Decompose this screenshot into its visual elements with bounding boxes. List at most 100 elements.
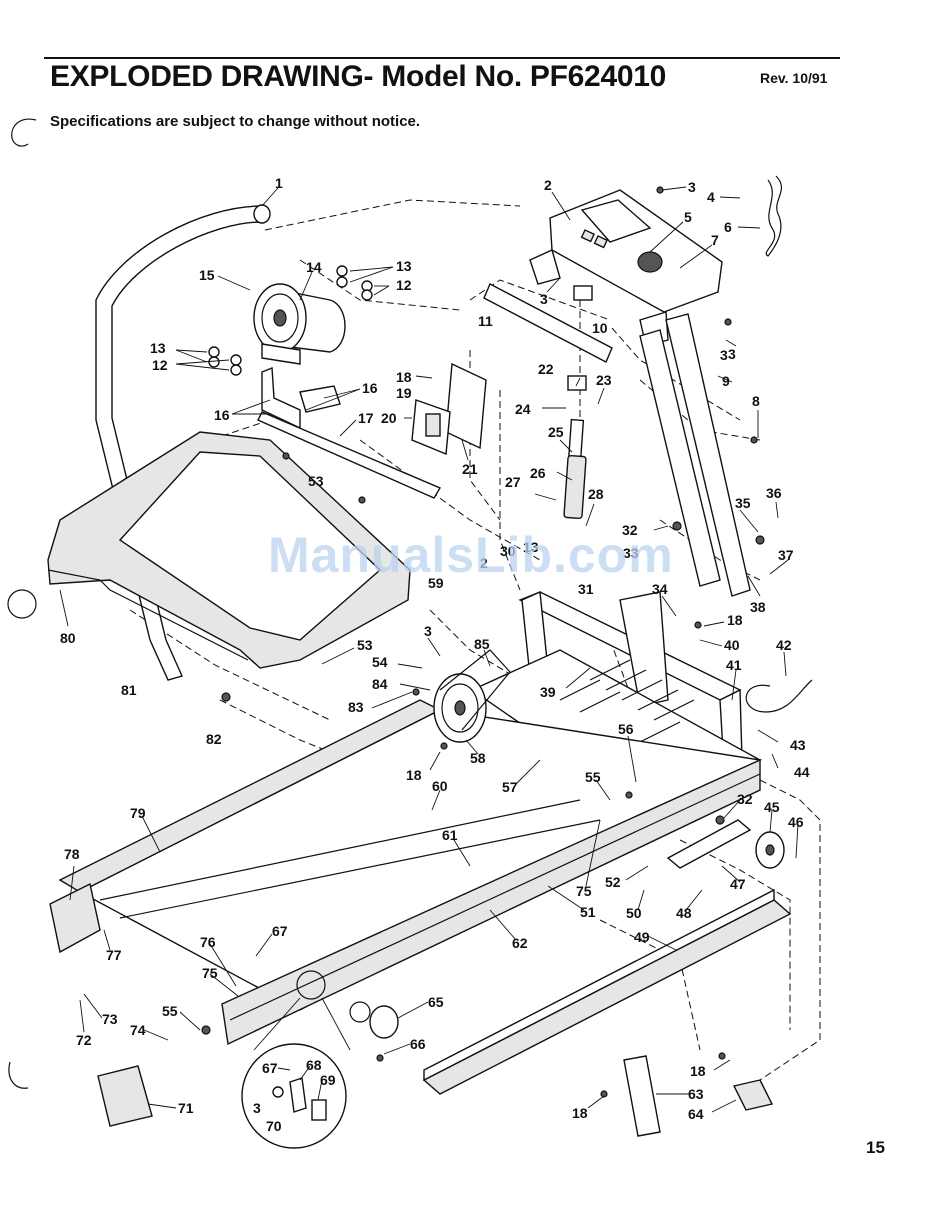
detail-magnifier — [241, 970, 351, 1149]
specifications-notice: Specifications are subject to change wit… — [50, 113, 421, 130]
callout: 48 — [676, 905, 692, 921]
callout: 62 — [512, 935, 528, 951]
callout: 14 — [306, 259, 322, 275]
callout: 79 — [130, 805, 146, 821]
callout: 78 — [64, 846, 80, 862]
callout-leaders — [59, 186, 799, 1113]
callout: 73 — [102, 1011, 118, 1027]
callout: 49 — [634, 929, 650, 945]
header-rule — [44, 57, 840, 59]
callout: 55 — [162, 1003, 178, 1019]
callout: 13 — [523, 539, 539, 555]
callout: 3 — [688, 179, 696, 195]
end-cap-cover — [97, 1065, 153, 1127]
callout: 24 — [515, 401, 531, 417]
callout: 47 — [730, 876, 746, 892]
callout: 68 — [306, 1057, 322, 1073]
callout: 40 — [724, 637, 740, 653]
callout: 75 — [576, 883, 592, 899]
callout: 38 — [750, 599, 766, 615]
callout: 23 — [596, 372, 612, 388]
callout: 70 — [266, 1118, 282, 1134]
callout: 32 — [622, 522, 638, 538]
binder-punch-marks — [7, 118, 37, 1089]
wheel — [755, 831, 785, 869]
wheel-bracket — [666, 819, 752, 869]
controller-board — [411, 362, 487, 456]
callout: 85 — [474, 636, 490, 652]
callout: 25 — [548, 424, 564, 440]
callout: 43 — [790, 737, 806, 753]
motor-hood — [47, 431, 411, 669]
callout: 41 — [726, 657, 742, 673]
callout: 13 — [150, 340, 166, 356]
callout: 5 — [684, 209, 692, 225]
callout: 3 — [720, 347, 728, 363]
callout: 76 — [200, 934, 216, 950]
callout: 67 — [272, 923, 288, 939]
callout: 46 — [788, 814, 804, 830]
callout: 34 — [652, 581, 668, 597]
callout: 19 — [396, 385, 412, 401]
handrail-end — [253, 204, 271, 224]
callout: 12 — [152, 357, 168, 373]
callout: 10 — [592, 320, 608, 336]
small-fasteners — [201, 186, 765, 1098]
circuit-breaker — [623, 1055, 661, 1137]
upright-tube — [483, 283, 613, 363]
callout-numbers: 1 2 3 4 5 6 7 3 13 12 14 15 3 10 11 13 1… — [60, 175, 810, 1134]
page-title: EXPLODED DRAWING- Model No. PF624010 — [50, 60, 666, 93]
power-cord — [745, 679, 813, 713]
callout: 64 — [688, 1106, 704, 1122]
upright — [665, 313, 751, 597]
callout: 3 — [540, 291, 548, 307]
fasteners-upper-left — [208, 265, 373, 376]
callout: 1 — [275, 175, 283, 191]
callout: 50 — [626, 905, 642, 921]
callout: 36 — [766, 485, 782, 501]
callout: 2 — [544, 177, 552, 193]
callout: 18 — [396, 369, 412, 385]
callout: 81 — [121, 682, 137, 698]
callout: 18 — [572, 1105, 588, 1121]
callout: 28 — [588, 486, 604, 502]
callout: 58 — [470, 750, 486, 766]
callout: 37 — [778, 547, 794, 563]
callout: 26 — [530, 465, 546, 481]
incline-shock — [563, 285, 593, 520]
callout: 21 — [462, 461, 478, 477]
callout: 4 — [707, 189, 715, 205]
callout: 72 — [76, 1032, 92, 1048]
callout: 31 — [578, 581, 594, 597]
callout: 55 — [585, 769, 601, 785]
callout: 51 — [580, 904, 596, 920]
callout: 82 — [206, 731, 222, 747]
callout: 83 — [348, 699, 364, 715]
callout: 52 — [605, 874, 621, 890]
callout: 59 — [428, 575, 444, 591]
callout: 74 — [130, 1022, 146, 1038]
drive-belt — [439, 649, 511, 731]
callout: 16 — [214, 407, 230, 423]
flywheel — [433, 673, 487, 743]
callout: 39 — [540, 684, 556, 700]
callout: 7 — [711, 232, 719, 248]
revision-date: Rev. 10/91 — [760, 70, 828, 86]
callout: 67 — [262, 1060, 278, 1076]
callout: 3 — [424, 623, 432, 639]
callout: 13 — [396, 258, 412, 274]
callout: 17 — [358, 410, 374, 426]
callout: 53 — [357, 637, 373, 653]
drive-motor — [253, 283, 346, 365]
callout: 71 — [178, 1100, 194, 1116]
callout: 80 — [60, 630, 76, 646]
callout: 77 — [106, 947, 122, 963]
callout: 18 — [727, 612, 743, 628]
callout: 45 — [764, 799, 780, 815]
end-cap-left — [49, 882, 101, 954]
callout: 32 — [737, 791, 753, 807]
callout: 16 — [362, 380, 378, 396]
callout: 18 — [406, 767, 422, 783]
callout: 3 — [728, 346, 736, 362]
incline-frame — [518, 590, 743, 770]
